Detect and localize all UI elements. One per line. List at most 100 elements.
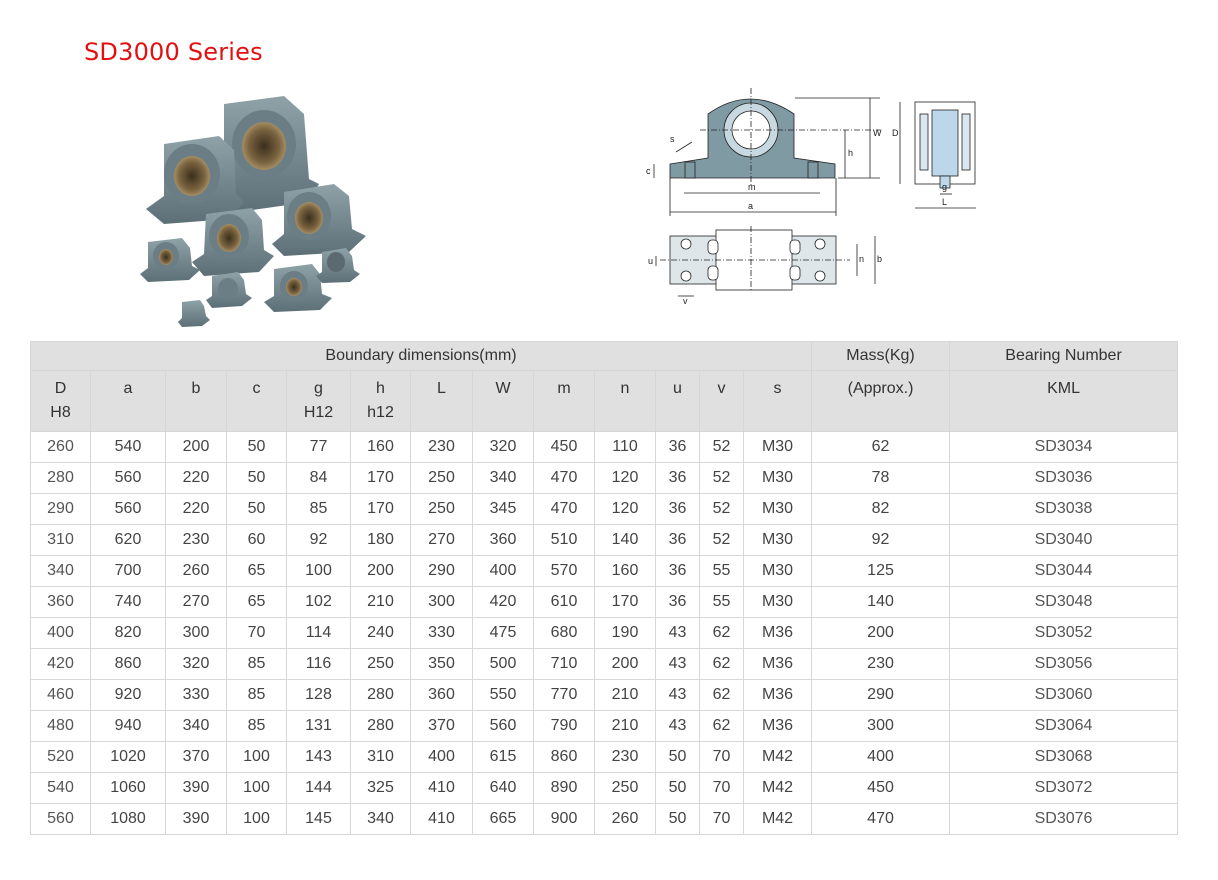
table-cell: 310	[350, 741, 411, 773]
table-cell: M30	[742, 431, 813, 463]
table-cell: 520	[30, 741, 91, 773]
table-cell: 710	[533, 648, 595, 680]
column-header: (Approx.)	[811, 370, 951, 432]
table-cell: 55	[699, 586, 744, 618]
table-cell: M36	[742, 648, 813, 680]
column-header-sublabel: H8	[50, 404, 71, 421]
table-cell: 400	[472, 555, 534, 587]
table-cell: 860	[533, 741, 595, 773]
table-cell: 665	[472, 803, 534, 835]
column-header: n	[594, 370, 656, 432]
table-cell: 230	[165, 524, 227, 556]
table-cell: 52	[699, 462, 744, 494]
table-cell: 640	[472, 772, 534, 804]
table-cell: 170	[350, 462, 411, 494]
table-cell: 220	[165, 493, 227, 525]
column-header-label: KML	[1047, 380, 1080, 397]
table-cell: 470	[533, 493, 595, 525]
table-cell: 920	[90, 679, 166, 711]
table-cell: 128	[286, 679, 351, 711]
column-header: v	[699, 370, 744, 432]
table-cell: SD3072	[949, 772, 1179, 804]
table-cell: 131	[286, 710, 351, 742]
table-cell: 360	[472, 524, 534, 556]
column-header: s	[742, 370, 813, 432]
label-h: h	[848, 148, 853, 158]
table-cell: 280	[30, 462, 91, 494]
table-cell: 230	[410, 431, 473, 463]
table-cell: 200	[811, 617, 951, 649]
column-header-label: b	[191, 380, 201, 397]
group-header-row: Boundary dimensions(mm) Mass(Kg) Bearing…	[29, 341, 1179, 371]
table-cell: M30	[742, 555, 813, 587]
label-b: b	[877, 254, 882, 264]
table-cell: 70	[226, 617, 287, 649]
table-cell: 330	[165, 679, 227, 711]
table-cell: 615	[472, 741, 534, 773]
table-cell: 144	[286, 772, 351, 804]
table-cell: 790	[533, 710, 595, 742]
table-cell: 360	[30, 586, 91, 618]
table-cell: 50	[655, 772, 700, 804]
table-cell: 143	[286, 741, 351, 773]
table-cell: 70	[699, 741, 744, 773]
table-cell: 470	[811, 803, 951, 835]
table-cell: 540	[90, 431, 166, 463]
table-cell: SD3076	[949, 803, 1179, 835]
table-cell: 260	[594, 803, 656, 835]
label-c: c	[646, 166, 651, 176]
table-cell: SD3048	[949, 586, 1179, 618]
table-cell: 340	[472, 462, 534, 494]
table-cell: 85	[226, 648, 287, 680]
table-cell: 100	[286, 555, 351, 587]
label-l: L	[942, 197, 947, 207]
table-cell: 550	[472, 679, 534, 711]
table-cell: 620	[90, 524, 166, 556]
table-cell: 43	[655, 679, 700, 711]
table-cell: SD3038	[949, 493, 1179, 525]
column-header-label: L	[437, 380, 446, 397]
table-cell: 36	[655, 555, 700, 587]
table-cell: 610	[533, 586, 595, 618]
column-header: c	[226, 370, 287, 432]
table-cell: 330	[410, 617, 473, 649]
label-a: a	[748, 201, 753, 211]
table-cell: 52	[699, 493, 744, 525]
column-header-sublabel: h12	[367, 404, 394, 421]
table-cell: 70	[699, 772, 744, 804]
table-cell: 340	[350, 803, 411, 835]
table-cell: 820	[90, 617, 166, 649]
table-cell: 1060	[90, 772, 166, 804]
label-g: g	[942, 182, 947, 192]
table-cell: SD3064	[949, 710, 1179, 742]
table-cell: M30	[742, 524, 813, 556]
table-cell: 680	[533, 617, 595, 649]
label-m: m	[748, 182, 756, 192]
table-cell: 340	[30, 555, 91, 587]
table-cell: 560	[30, 803, 91, 835]
table-cell: 36	[655, 431, 700, 463]
table-cell: 420	[472, 586, 534, 618]
table-cell: 55	[699, 555, 744, 587]
table-cell: 36	[655, 586, 700, 618]
table-cell: 230	[594, 741, 656, 773]
table-cell: 1020	[90, 741, 166, 773]
table-cell: 110	[594, 431, 656, 463]
table-cell: 82	[811, 493, 951, 525]
table-cell: 270	[165, 586, 227, 618]
table-cell: 65	[226, 586, 287, 618]
table-cell: 270	[410, 524, 473, 556]
table-cell: 114	[286, 617, 351, 649]
table-cell: 250	[410, 493, 473, 525]
table-cell: 560	[90, 493, 166, 525]
table-cell: 510	[533, 524, 595, 556]
